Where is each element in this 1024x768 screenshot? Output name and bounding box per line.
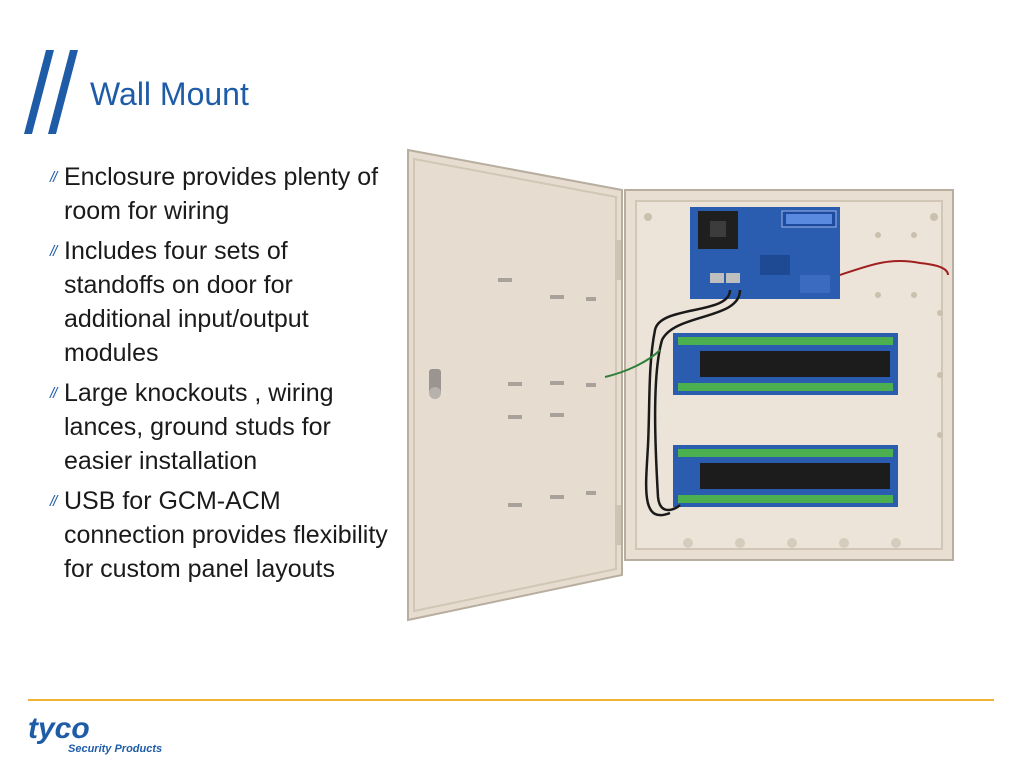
io-board-lower	[673, 445, 898, 507]
bullet-text: Enclosure provides plenty of room for wi…	[64, 163, 379, 225]
svg-text:Security Products: Security Products	[68, 743, 162, 755]
bullet-marker-icon: //	[50, 493, 57, 510]
bullet-marker-icon: //	[50, 385, 57, 402]
bullet-item: // Large knockouts , wiring lances, grou…	[50, 376, 395, 478]
enclosure-photo	[407, 148, 954, 622]
bullet-text: Includes four sets of standoffs on door …	[64, 237, 309, 367]
svg-text:tyco: tyco	[28, 712, 90, 745]
bullet-marker-icon: //	[50, 169, 57, 186]
title-slash-icon	[24, 50, 78, 134]
io-board-upper	[673, 333, 898, 395]
slide-title: Wall Mount	[90, 76, 249, 112]
bullet-text: Large knockouts , wiring lances, ground …	[64, 379, 334, 475]
bullet-item: // Includes four sets of standoffs on do…	[50, 234, 395, 370]
bullet-marker-icon: //	[50, 243, 57, 260]
bullet-item: // Enclosure provides plenty of room for…	[50, 160, 395, 228]
door-latch-icon	[429, 369, 441, 399]
door-standoffs	[498, 278, 596, 507]
bullet-list: // Enclosure provides plenty of room for…	[50, 160, 395, 592]
bullet-item: // USB for GCM-ACM connection provides f…	[50, 484, 395, 586]
footer-divider	[28, 699, 994, 701]
controller-board	[690, 207, 840, 299]
bullet-text: USB for GCM-ACM connection provides flex…	[64, 487, 388, 583]
tyco-logo: tyco Security Products	[28, 712, 162, 755]
